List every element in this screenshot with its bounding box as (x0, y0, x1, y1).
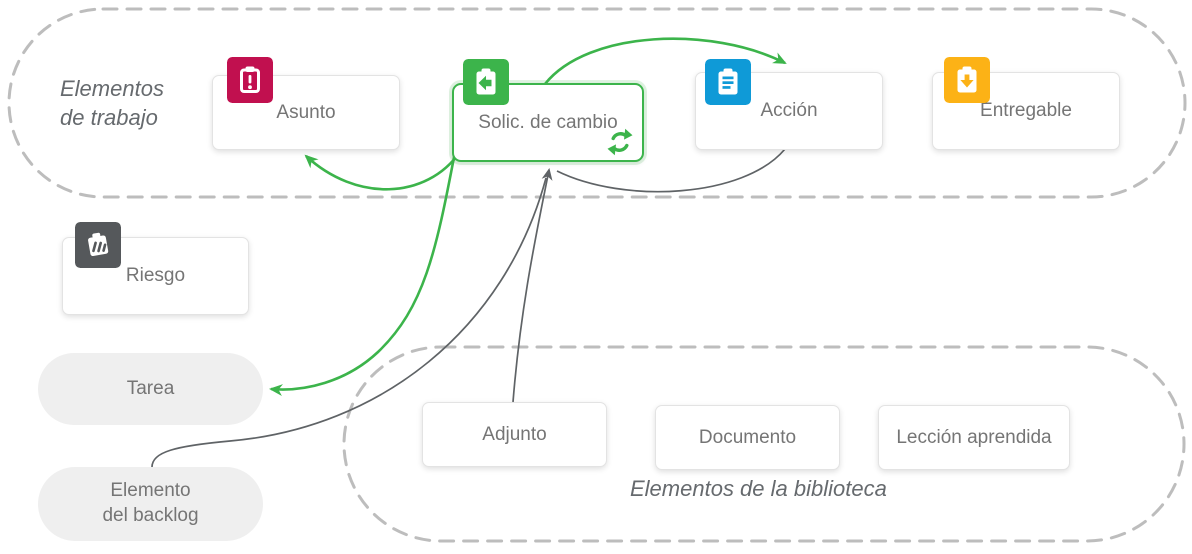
node-label: Asunto (276, 101, 336, 123)
node-label: Elemento del backlog (102, 480, 199, 526)
node-documento[interactable]: Documento (655, 405, 840, 470)
node-asunto[interactable]: Asunto (212, 57, 400, 150)
issue-clipboard-exclamation-icon (227, 57, 273, 103)
node-label: Documento (698, 426, 797, 448)
edge-change-request-to-asunto (304, 151, 462, 191)
change-request-clipboard-icon (463, 59, 509, 105)
node-label: Lección aprendida (896, 426, 1052, 448)
edge-change-request-to-tarea (269, 151, 457, 397)
node-label: Entregable (980, 100, 1072, 121)
node-label: Acción (760, 100, 818, 121)
node-riesgo[interactable]: Riesgo (62, 222, 249, 315)
node-entregable[interactable]: Entregable (932, 57, 1120, 150)
node-label: Adjunto (482, 423, 547, 445)
sync-icon (607, 128, 633, 156)
risk-icon (75, 222, 121, 268)
deliverable-clipboard-arrow-icon (944, 57, 990, 103)
library-items-group-label: Elementos de la biblioteca (630, 476, 887, 501)
work-items-group-label: Elementos de trabajo (60, 76, 164, 131)
node-label: Tarea (126, 377, 175, 399)
node-label: Riesgo (125, 265, 186, 286)
edge-adjunto-to-change-request (512, 168, 553, 403)
node-leccion-aprendida[interactable]: Lección aprendida (878, 405, 1070, 470)
node-adjunto[interactable]: Adjunto (422, 402, 607, 467)
node-label: Solic. de cambio (478, 111, 618, 133)
node-accion[interactable]: Acción (695, 59, 883, 150)
node-elemento-del-backlog[interactable]: Elemento del backlog (38, 467, 263, 541)
node-tarea[interactable]: Tarea (38, 353, 263, 425)
node-solic-de-cambio[interactable]: Solic. de cambio (452, 59, 644, 162)
action-clipboard-checklist-icon (705, 59, 751, 105)
